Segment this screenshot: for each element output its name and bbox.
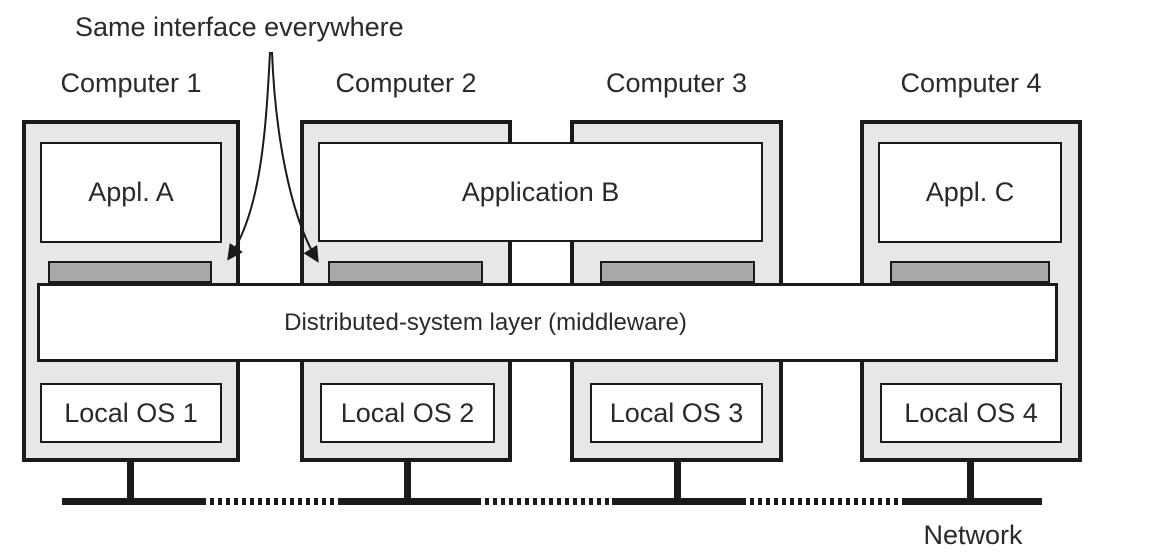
local-os-1-box: Local OS 1 xyxy=(40,383,222,443)
computer-2-label: Computer 2 xyxy=(335,68,477,98)
network-line-solid-1 xyxy=(62,498,202,505)
interface-bar-3 xyxy=(600,261,755,283)
computer-3-label: Computer 3 xyxy=(605,68,748,98)
network-label: Network xyxy=(923,520,1023,550)
local-os-3-label: Local OS 3 xyxy=(609,397,744,428)
application-a-label: Appl. A xyxy=(88,177,174,207)
local-os-4-box: Local OS 4 xyxy=(880,383,1062,443)
computer-4-label: Computer 4 xyxy=(900,68,1042,98)
local-os-4-label: Local OS 4 xyxy=(904,397,1038,428)
application-b-box: Application B xyxy=(318,142,763,242)
network-connector-1 xyxy=(127,458,134,505)
application-c-label: Appl. C xyxy=(925,177,1015,207)
interface-bar-2 xyxy=(328,261,483,283)
middleware-layer-label: Distributed-system layer (middleware) xyxy=(284,308,687,336)
local-os-2-label: Local OS 2 xyxy=(340,397,475,428)
network-connector-2 xyxy=(404,458,411,505)
interface-bar-1 xyxy=(48,261,212,283)
network-connector-3 xyxy=(674,458,681,505)
interface-bar-4 xyxy=(890,261,1050,283)
network-connector-4 xyxy=(967,458,974,505)
annotation-label: Same interface everywhere xyxy=(75,12,404,42)
middleware-layer-band: Distributed-system layer (middleware) xyxy=(37,283,1058,362)
local-os-3-box: Local OS 3 xyxy=(590,383,763,443)
network-line-solid-4 xyxy=(902,498,1042,505)
application-b-label: Application B xyxy=(461,176,620,207)
network-line-solid-3 xyxy=(612,498,742,505)
network-line-dashed-3 xyxy=(742,498,902,505)
network-line-solid-2 xyxy=(338,498,477,505)
local-os-1-label: Local OS 1 xyxy=(64,397,198,428)
computer-1-label: Computer 1 xyxy=(60,68,202,98)
network-line-dashed-2 xyxy=(477,498,612,505)
application-c-box: Appl. C xyxy=(878,142,1062,243)
application-a-box: Appl. A xyxy=(40,142,222,243)
network-line-dashed-1 xyxy=(202,498,338,505)
local-os-2-box: Local OS 2 xyxy=(320,383,495,443)
